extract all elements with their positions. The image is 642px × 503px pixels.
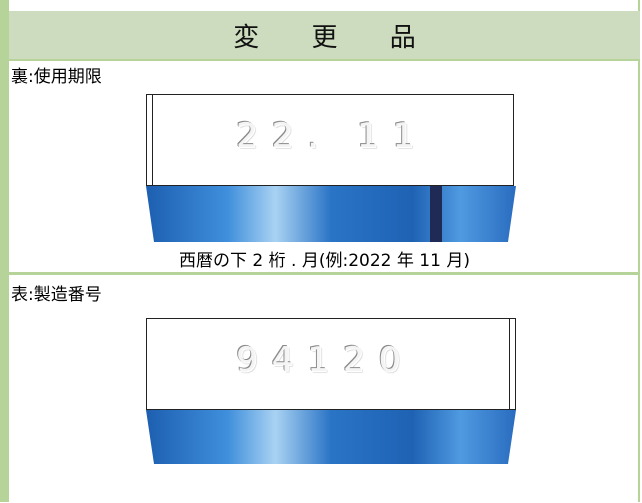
stamp-edge-left [146, 94, 153, 186]
expiry-format-caption: 西暦の下 2 桁 . 月(例:2022 年 11 月) [179, 251, 470, 271]
serial-stamp-text: 94120 [236, 340, 415, 380]
serial-stamp-box [146, 318, 516, 410]
stamp-edge-right [509, 318, 516, 410]
expiry-stamp-box [146, 94, 514, 186]
front-section-label: 表:製造番号 [11, 285, 102, 305]
position-marker [430, 186, 442, 242]
serial-blue-band [146, 410, 516, 464]
section-divider [9, 272, 640, 275]
back-section-label: 裏:使用期限 [11, 67, 102, 87]
page-title: 変 更 品 [9, 11, 640, 61]
expiry-blue-band [146, 186, 516, 242]
expiry-stamp-text: 22. 11 [236, 116, 429, 156]
